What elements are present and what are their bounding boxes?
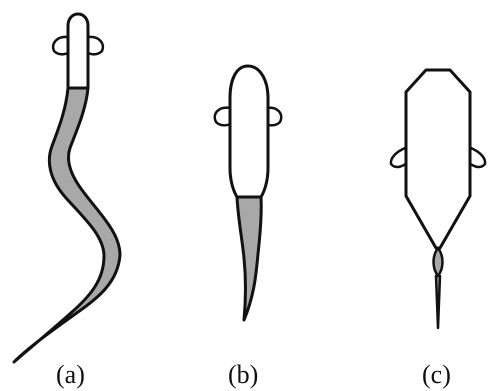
panel-c-tail-spike: [436, 276, 440, 328]
panel-a-head: [68, 14, 88, 88]
panel-b-body: [230, 66, 268, 197]
panel-a-left-fin: [53, 37, 68, 54]
panel-b: [215, 66, 281, 320]
panel-a-shaded-tail: [14, 88, 120, 362]
panel-c-tail-knob: [434, 248, 443, 276]
panel-c-label: (c): [422, 360, 451, 389]
panel-c: [391, 70, 485, 328]
panel-a-right-fin: [88, 37, 103, 54]
panel-b-shaded-tail: [237, 197, 261, 320]
panel-b-label: (b): [228, 360, 258, 389]
panel-a-label: (a): [56, 360, 85, 389]
panel-c-body: [406, 70, 470, 248]
panel-a: [14, 14, 120, 362]
